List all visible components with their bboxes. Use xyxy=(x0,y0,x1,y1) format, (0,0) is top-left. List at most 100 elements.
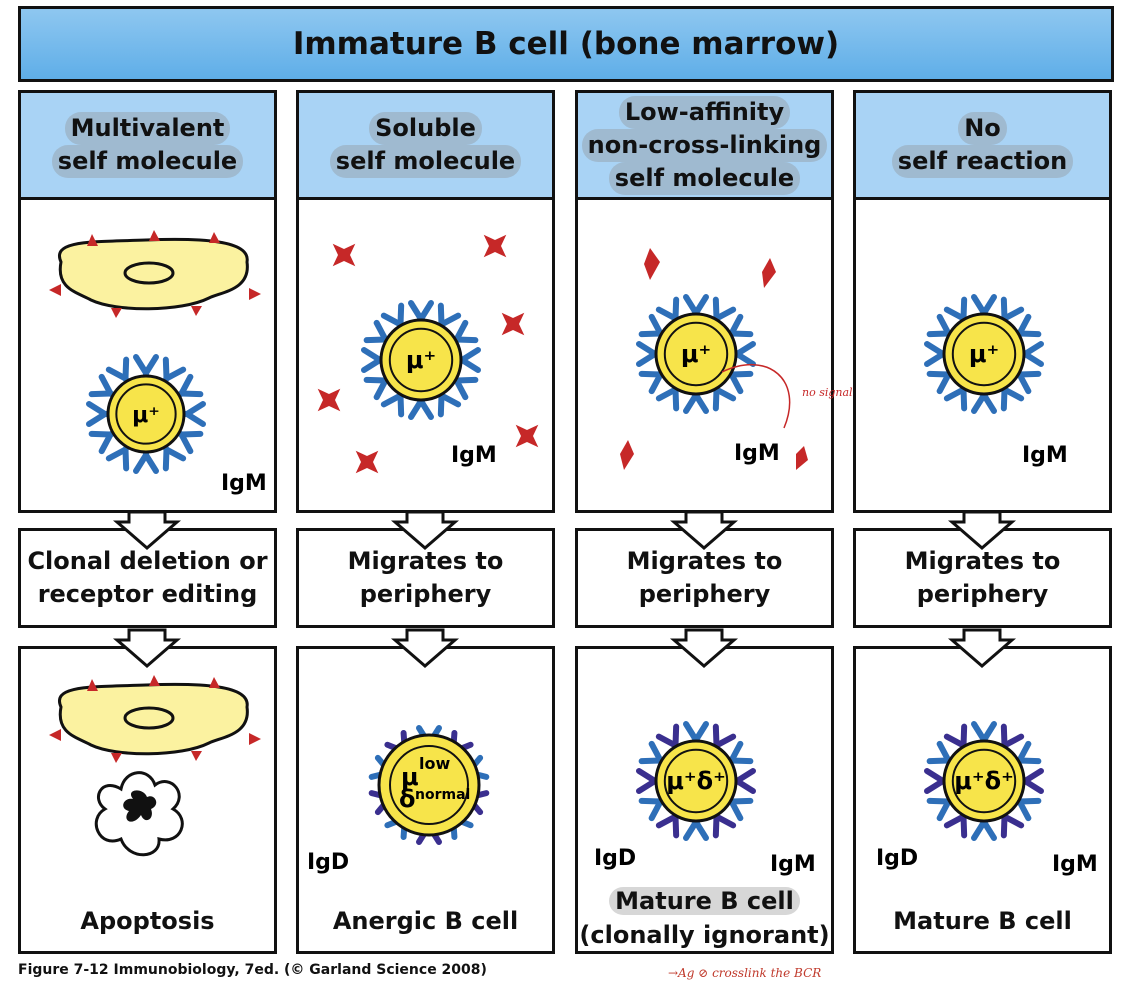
result-box-2: μ low δ normal IgD Anergic B cell xyxy=(296,646,555,954)
apoptosis-diagram xyxy=(49,675,261,857)
outcome-line: periphery xyxy=(359,580,492,608)
igm-label: IgM xyxy=(221,471,267,496)
soluble-antigen-icon xyxy=(483,234,507,258)
self-cell-icon xyxy=(49,675,261,763)
multivalent-diagram: μ⁺ IgM xyxy=(49,230,267,496)
cell-nucleus xyxy=(389,745,469,825)
header-line: self molecule xyxy=(329,145,522,178)
outcome-line: Clonal deletion or xyxy=(27,547,268,575)
header-line: non-cross-linking xyxy=(581,128,828,162)
self-cell-icon xyxy=(49,230,261,318)
cell-body xyxy=(654,739,738,823)
result-label: Mature B cell xyxy=(609,887,800,915)
cell-label-mu-sup: low xyxy=(419,754,450,773)
cell-nucleus xyxy=(951,321,1017,387)
igm-label: IgM xyxy=(770,852,816,877)
header-line: Multivalent xyxy=(64,112,231,145)
cell-label: μ⁺ xyxy=(969,340,999,368)
down-arrow-icon xyxy=(390,510,460,550)
result-label-line-1: Mature B cell xyxy=(578,885,831,917)
igm-label: IgM xyxy=(1022,443,1068,468)
cell-body xyxy=(379,318,463,402)
soluble-antigen-icon xyxy=(317,388,341,412)
cell-nucleus xyxy=(388,327,454,393)
cell-body xyxy=(654,312,738,396)
diagram-box-2: μ⁺ IgM xyxy=(296,197,555,513)
header-line: self molecule xyxy=(51,145,244,178)
soluble-antigen-icon xyxy=(501,312,525,336)
down-arrow-icon xyxy=(112,510,182,550)
column-header-4: No self reaction xyxy=(853,90,1112,200)
diagram-box-1: μ⁺ IgM xyxy=(18,197,277,513)
b-cell-icon xyxy=(86,354,206,474)
cell-nucleus xyxy=(115,383,177,445)
diagram-box-3: μ⁺ no signalling IgM xyxy=(575,197,874,513)
cell-label-delta: δ xyxy=(399,785,416,813)
cell-label: μ⁺ xyxy=(132,403,160,428)
soluble-antigen-icon xyxy=(515,424,539,448)
soluble-antigen-icon xyxy=(332,243,356,267)
soluble-antigen-icons xyxy=(317,234,539,474)
igm-label: IgM xyxy=(734,441,780,466)
outcome-line: Migrates to xyxy=(347,547,504,575)
cell-body xyxy=(942,312,1026,396)
igd-label: IgD xyxy=(307,850,349,875)
low-affinity-diagram: μ⁺ no signalling IgM xyxy=(620,248,874,470)
soluble-diagram: μ⁺ IgM xyxy=(317,234,539,474)
header-line: self reaction xyxy=(891,145,1074,178)
title-banner: Immature B cell (bone marrow) xyxy=(18,6,1114,82)
b-cell-icon xyxy=(924,721,1044,841)
result-box-1: Apoptosis xyxy=(18,646,277,954)
mature-diagram: μ⁺δ⁺ IgD IgM xyxy=(876,721,1098,877)
down-arrow-icon xyxy=(947,628,1017,668)
cell-body xyxy=(106,374,186,454)
result-label: Mature B cell xyxy=(893,907,1072,935)
annotation-arrow xyxy=(721,363,791,429)
cell-nucleus xyxy=(663,321,729,387)
b-cell-icon xyxy=(361,300,481,420)
cell-label: μ⁺ xyxy=(406,346,436,374)
igm-label: IgM xyxy=(1052,852,1098,877)
b-cell-icon xyxy=(636,721,756,841)
ignorant-diagram: μ⁺δ⁺ IgD IgM xyxy=(594,721,816,877)
anergic-diagram: μ low δ normal IgD xyxy=(307,725,490,875)
cell-label-mu: μ xyxy=(401,763,419,791)
down-arrow-icon xyxy=(669,628,739,668)
igd-label: IgD xyxy=(594,846,636,871)
b-cell-icon xyxy=(924,294,1044,414)
b-cell-icon xyxy=(636,294,756,414)
header-line: Soluble xyxy=(369,112,482,145)
outcome-line: periphery xyxy=(638,580,771,608)
figure-caption: Figure 7-12 Immunobiology, 7ed. (© Garla… xyxy=(18,962,487,978)
cell-body xyxy=(377,733,481,837)
outcome-line: Migrates to xyxy=(904,547,1061,575)
cell-label: μ⁺δ⁺ xyxy=(666,767,725,795)
header-line: Low-affinity xyxy=(618,95,791,129)
outcome-line: receptor editing xyxy=(37,580,258,608)
cell-label: μ⁺δ⁺ xyxy=(954,767,1013,795)
cell-body xyxy=(942,739,1026,823)
down-arrow-icon xyxy=(390,628,460,668)
low-affinity-antigen-icons xyxy=(620,248,808,470)
soluble-antigen-icon xyxy=(355,450,379,474)
outcome-line: periphery xyxy=(916,580,1049,608)
b-cell-icon xyxy=(368,725,490,845)
igm-label: IgM xyxy=(451,443,497,468)
cell-label-delta-sup: normal xyxy=(415,787,470,803)
cell-nucleus xyxy=(663,748,729,814)
column-header-3: Low-affinity non-cross-linking self mole… xyxy=(575,90,834,200)
down-arrow-icon xyxy=(669,510,739,550)
igd-label: IgD xyxy=(876,846,918,871)
no-self-reaction-diagram: μ⁺ IgM xyxy=(924,294,1068,468)
result-box-4: μ⁺δ⁺ IgD IgM Mature B cell xyxy=(853,646,1112,954)
diagram-box-4: μ⁺ IgM xyxy=(853,197,1112,513)
page-title: Immature B cell (bone marrow) xyxy=(292,26,840,62)
apoptotic-cell-icon xyxy=(94,771,184,857)
header-line: No xyxy=(958,112,1007,145)
down-arrow-icon xyxy=(112,628,182,668)
down-arrow-icon xyxy=(947,510,1017,550)
outcome-line: Migrates to xyxy=(626,547,783,575)
result-label-line-2: (clonally ignorant) xyxy=(579,921,830,949)
result-label: Apoptosis xyxy=(80,907,215,935)
